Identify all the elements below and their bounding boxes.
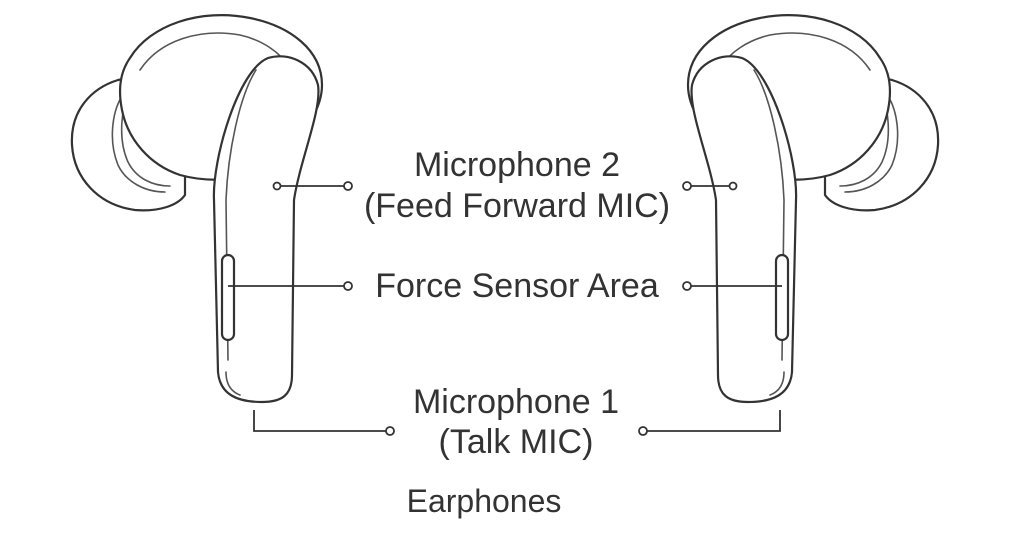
mic2-leader-left-dot (343, 181, 353, 191)
mic1-leader-right-dot (638, 426, 648, 436)
left-earbud-stem (212, 55, 320, 404)
right-earbud-head-contour (719, 32, 871, 71)
left-mic2-port (272, 181, 282, 191)
left-force-sensor-slot (220, 253, 236, 342)
mic2-label-line2: (Feed Forward MIC) (364, 187, 670, 225)
mic1-leader-left (253, 410, 386, 432)
mic2-label-line1: Microphone 2 (414, 146, 620, 184)
earphones-caption: Earphones (407, 483, 562, 519)
mic2-leader-right-dot (682, 181, 692, 191)
mic1-label-line2: (Talk MIC) (439, 423, 594, 461)
force-sensor-label: Force Sensor Area (375, 267, 659, 305)
right-mic1-grille (769, 371, 785, 396)
mic1-label-line1: Microphone 1 (413, 383, 619, 421)
force-leader-left-dot (343, 281, 353, 291)
right-earphone (686, 14, 940, 404)
right-mic2-port (728, 181, 738, 191)
mic1-leader-right (647, 410, 781, 432)
left-ear-tip-inner (111, 91, 166, 193)
right-force-sensor-slot (774, 253, 790, 342)
left-mic1-grille (225, 371, 241, 396)
mic1-leader-left-dot (385, 426, 395, 436)
left-earphone (70, 14, 324, 404)
left-earbud-head-contour (139, 32, 291, 71)
right-earbud-stem (690, 55, 798, 404)
right-ear-tip-inner (844, 91, 899, 193)
left-stem-highlight (225, 69, 257, 361)
force-leader-right-dot (682, 281, 692, 291)
right-stem-highlight (753, 69, 785, 361)
